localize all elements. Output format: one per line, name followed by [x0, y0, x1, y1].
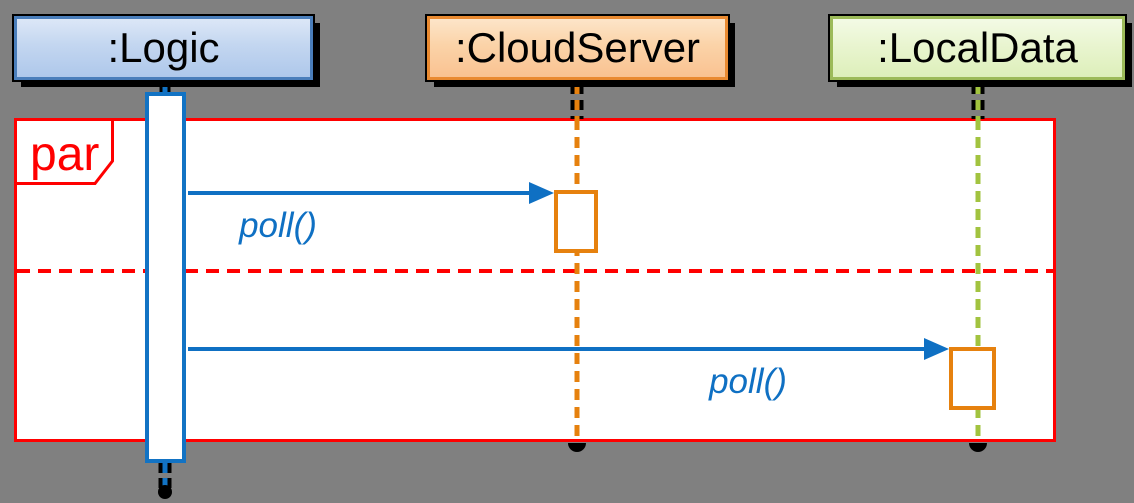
lifeline-label-cloudserver: :CloudServer [454, 24, 701, 71]
message-1-arrowhead [529, 182, 554, 204]
message-2-label: poll() [709, 362, 787, 401]
lifeline-head-cloudserver: :CloudServer [425, 14, 730, 82]
cloudserver-lifeline-end-dot [568, 443, 586, 452]
par-fragment-frame [14, 118, 1056, 442]
logic-lifeline-end-cap [158, 485, 172, 499]
activation-logic [145, 92, 186, 463]
activation-localdata [949, 347, 996, 410]
lifeline-head-localdata: :LocalData [828, 14, 1127, 82]
activation-cloudserver [554, 190, 598, 253]
par-operator-pentagon [14, 118, 114, 185]
message-2-arrowhead [924, 338, 949, 360]
lifeline-head-logic: :Logic [12, 14, 315, 82]
message-1-label: poll() [239, 206, 317, 245]
lifeline-label-logic: :Logic [107, 24, 220, 71]
par-operator-label: par [30, 128, 100, 181]
localdata-lifeline-end-dot [969, 443, 987, 452]
lifeline-label-localdata: :LocalData [877, 24, 1078, 71]
